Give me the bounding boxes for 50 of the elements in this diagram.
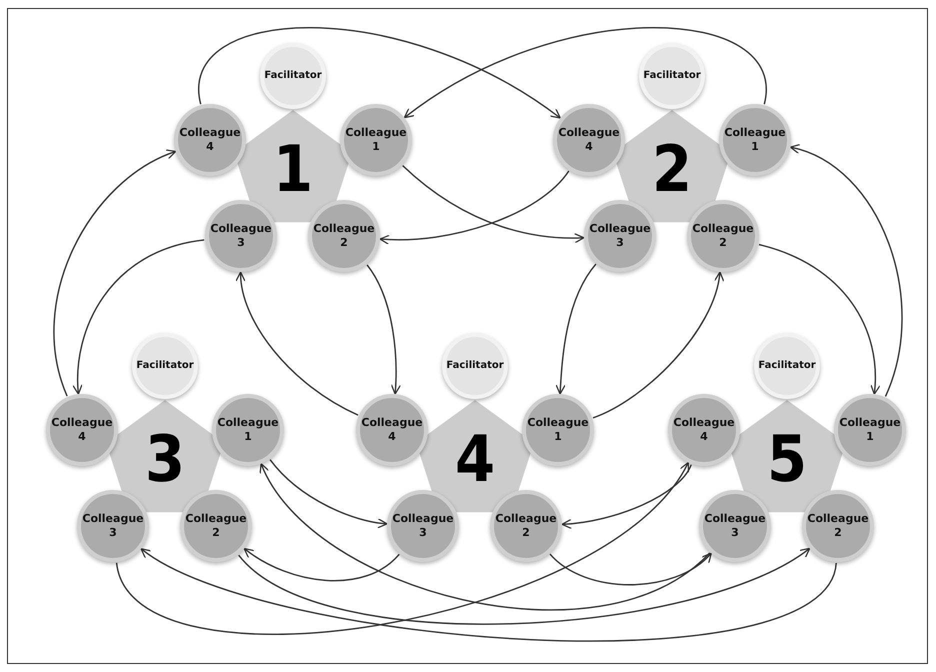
colleague-circle: Colleague 4 [356, 394, 428, 466]
facilitator-circle: Facilitator [260, 43, 326, 109]
colleague-circle: Colleague 3 [699, 490, 771, 562]
curved-arrow [260, 463, 710, 611]
facilitator-circle: Facilitator [132, 333, 198, 399]
colleague-circle: Colleague 3 [584, 200, 656, 272]
colleague-circle: Colleague 3 [205, 200, 277, 272]
colleague-circle: Colleague 2 [490, 490, 562, 562]
group-number: 2 [652, 138, 692, 202]
colleague-circle: Colleague 2 [180, 490, 252, 562]
colleague-circle: Colleague 1 [212, 394, 284, 466]
facilitator-circle: Facilitator [754, 333, 820, 399]
colleague-circle: Colleague 1 [719, 104, 791, 176]
curved-arrow [561, 464, 692, 529]
curved-arrow [790, 144, 903, 397]
group-number: 3 [144, 428, 186, 492]
colleague-circle: Colleague 2 [308, 200, 380, 272]
colleague-circle: Colleague 4 [46, 394, 118, 466]
colleague-circle: Colleague 2 [802, 490, 874, 562]
curved-arrow [140, 548, 837, 642]
curved-arrow [402, 165, 585, 244]
colleague-circle: Colleague 1 [340, 104, 412, 176]
curved-arrow [550, 552, 712, 586]
curved-arrow [366, 264, 401, 395]
colleague-circle: Colleague 1 [834, 394, 906, 466]
curved-arrow [244, 548, 400, 582]
colleague-circle: Colleague 4 [553, 104, 625, 176]
colleague-circle: Colleague 2 [687, 200, 759, 272]
colleague-circle: Colleague 3 [387, 490, 459, 562]
group-number: 4 [454, 428, 496, 492]
facilitator-circle: Facilitator [442, 333, 508, 399]
colleague-circle: Colleague 4 [174, 104, 246, 176]
colleague-circle: Colleague 1 [522, 394, 594, 466]
curved-arrow [236, 271, 358, 416]
curved-arrow [198, 27, 561, 119]
curved-arrow [379, 170, 570, 245]
curved-arrow [238, 548, 810, 624]
curved-arrow [72, 239, 204, 395]
curved-arrow [404, 27, 766, 118]
curved-arrow [116, 462, 690, 635]
colleague-circle: Colleague 3 [77, 490, 149, 562]
curved-arrow [592, 271, 724, 419]
facilitator-circle: Facilitator [639, 43, 705, 109]
group-number: 5 [766, 428, 808, 492]
curved-arrow [758, 244, 880, 395]
curved-arrow [54, 150, 176, 396]
curved-arrow [270, 459, 388, 528]
curved-arrow [555, 264, 596, 395]
group-number: 1 [272, 138, 314, 202]
colleague-circle: Colleague 4 [668, 394, 740, 466]
